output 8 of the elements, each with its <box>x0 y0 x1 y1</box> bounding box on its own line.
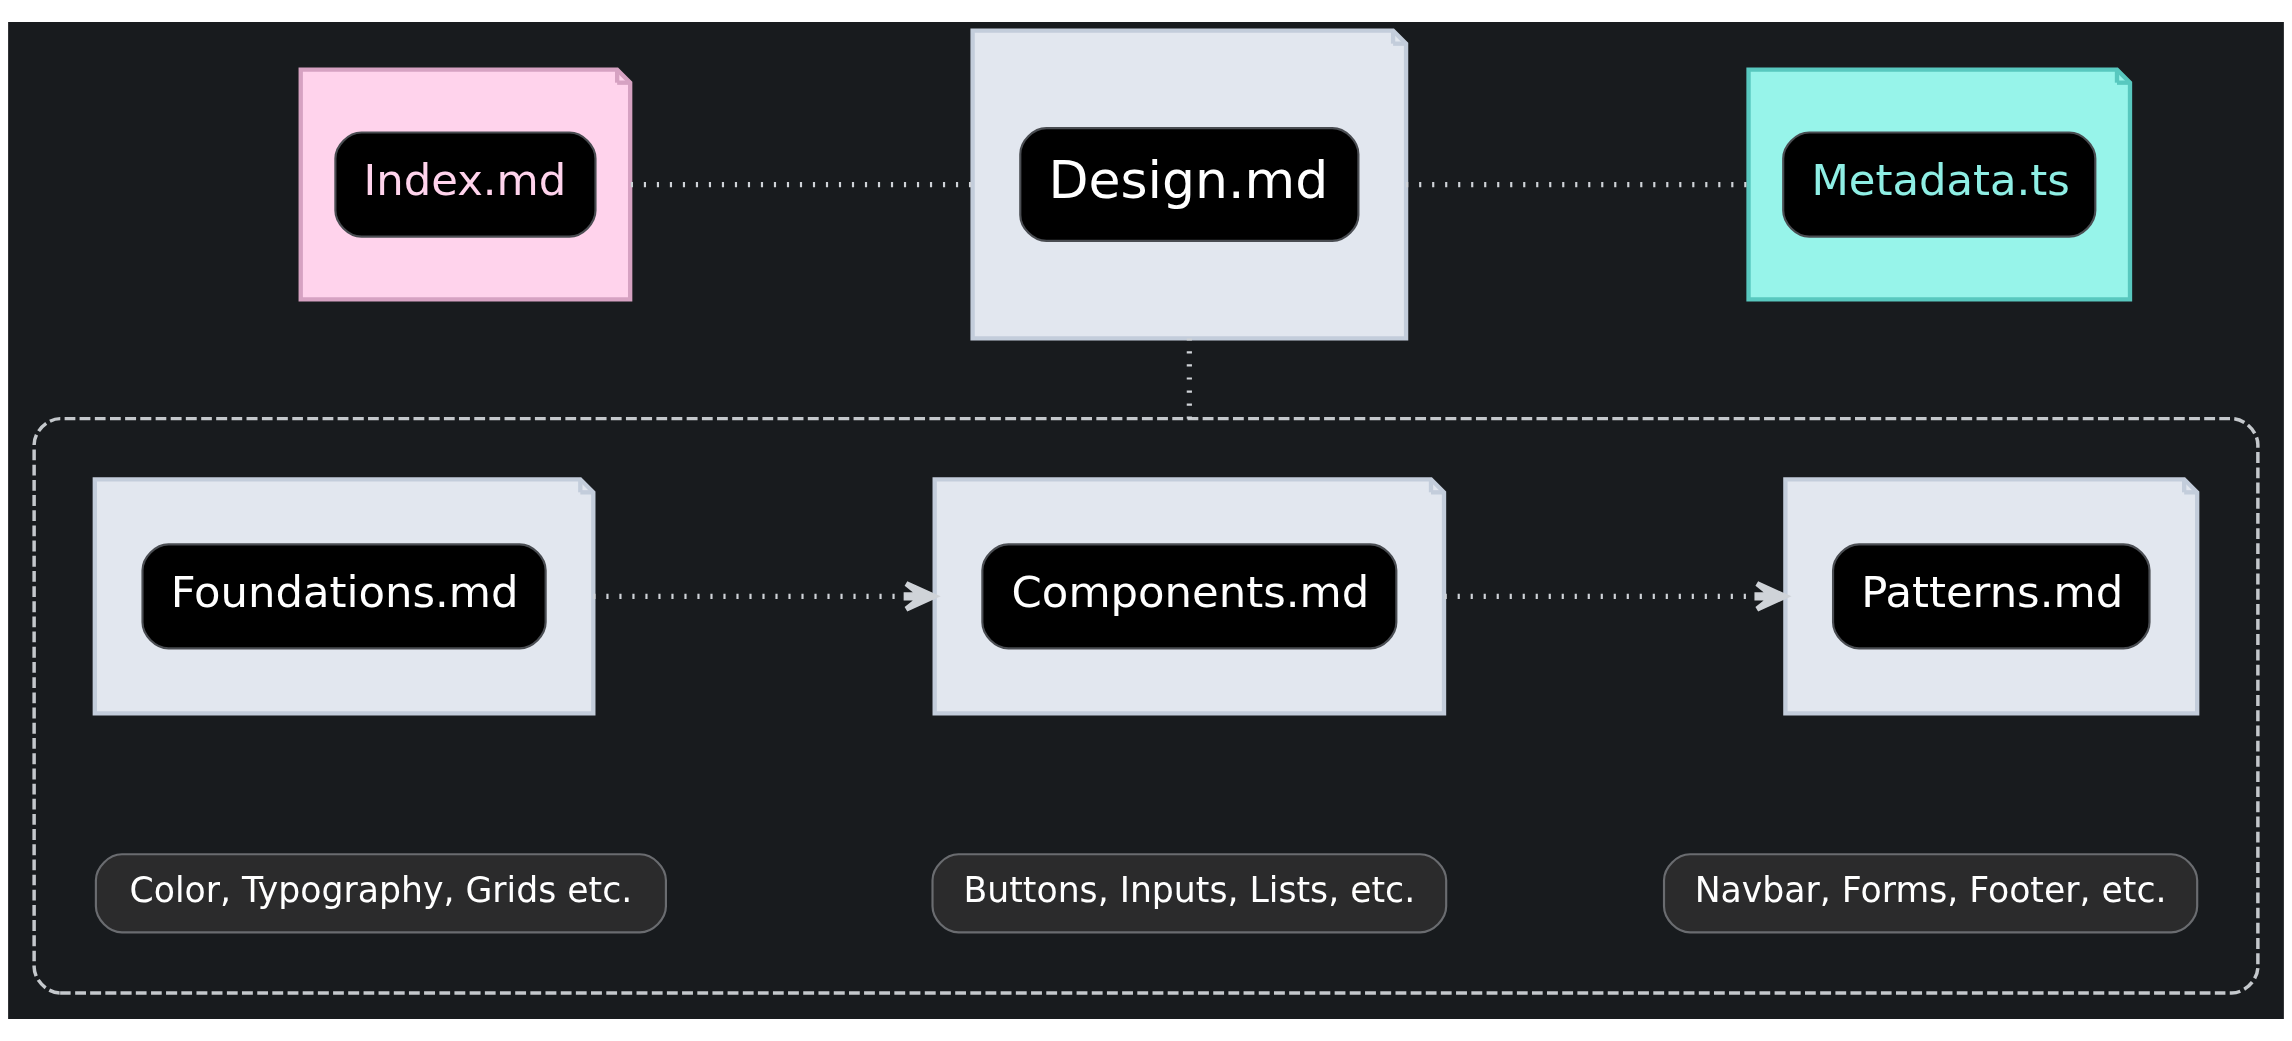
arrow <box>1444 581 1788 612</box>
node-box: Color, Typography, Grids etc. <box>94 853 667 934</box>
node-box: Navbar, Forms, Footer, etc. <box>1662 853 2199 934</box>
connector <box>630 181 973 188</box>
cluster <box>32 416 2260 995</box>
connector <box>1186 338 1192 419</box>
connector <box>1406 181 1748 188</box>
node-box: Buttons, Inputs, Lists, etc. <box>931 853 1448 934</box>
